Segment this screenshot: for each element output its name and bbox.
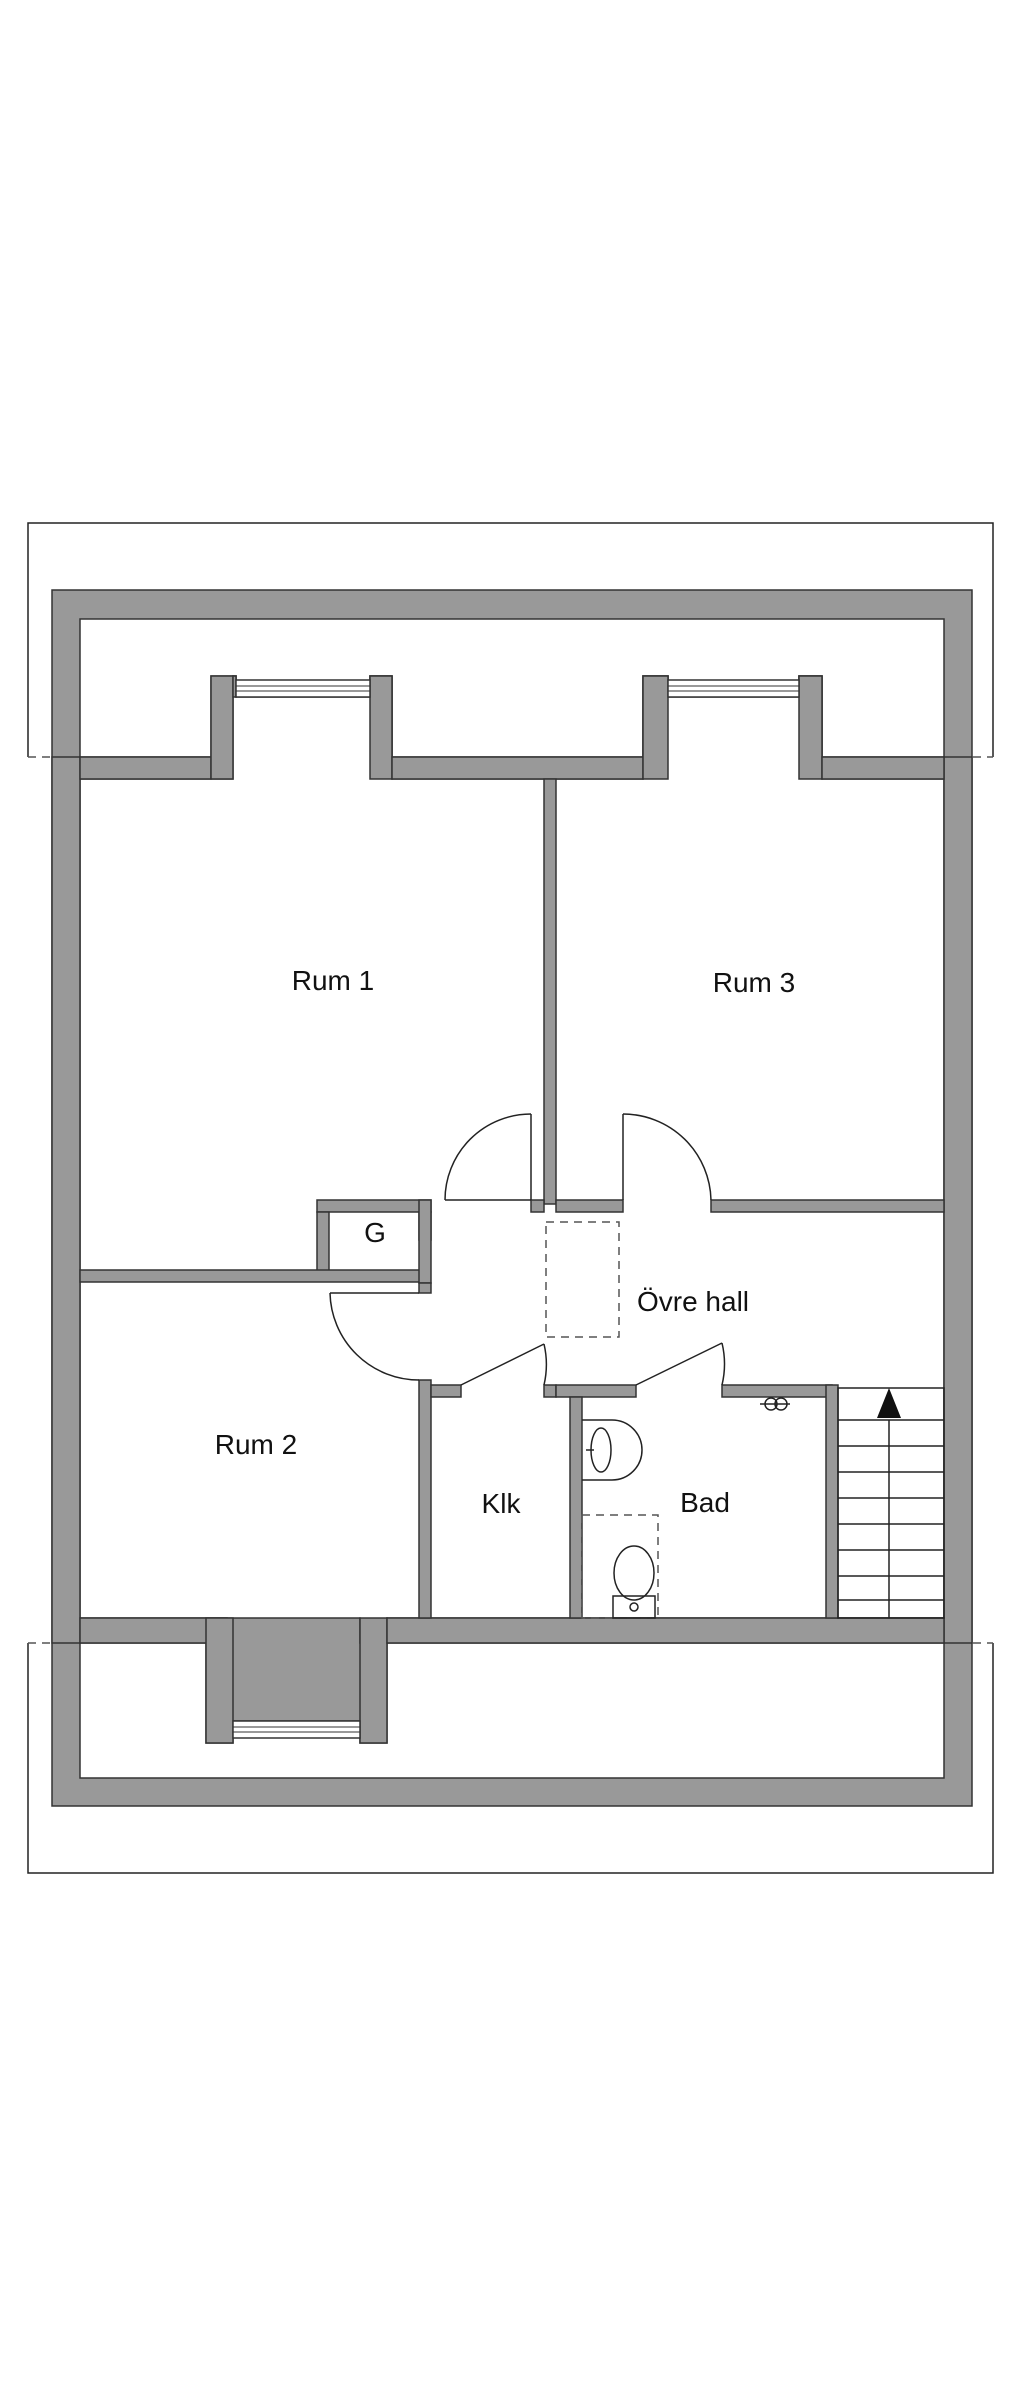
room-label-bad: Bad (680, 1487, 730, 1518)
room-label-rum1: Rum 1 (292, 965, 374, 996)
room-label-rum2: Rum 2 (215, 1429, 297, 1460)
left-wall (51, 756, 81, 1644)
right-wall (943, 756, 973, 1644)
window-icon (232, 1720, 361, 1739)
room-label-klk: Klk (482, 1488, 522, 1519)
door-swing-icon (622, 1113, 712, 1201)
room-label-ovre-hall: Övre hall (637, 1286, 749, 1317)
interior-walls (79, 778, 945, 1619)
faucet-icon (760, 1397, 790, 1411)
door-swing-icon (329, 1292, 420, 1381)
room-label-garderob: G (364, 1217, 386, 1248)
stair-arrow-icon (877, 1388, 901, 1418)
sink-icon (582, 1419, 643, 1481)
door-swing-icon (460, 1343, 548, 1386)
toilet-icon (581, 1514, 659, 1619)
bottom-dormer-walls (79, 1617, 945, 1744)
staircase (837, 1387, 945, 1619)
window-icon (667, 679, 800, 698)
door-swing-icon (635, 1342, 726, 1386)
window-icon (235, 679, 371, 698)
top-dormer-walls (79, 675, 945, 780)
door-swing-icon (444, 1113, 532, 1201)
attic-hatch (545, 1221, 620, 1338)
room-label-rum3: Rum 3 (713, 967, 795, 998)
